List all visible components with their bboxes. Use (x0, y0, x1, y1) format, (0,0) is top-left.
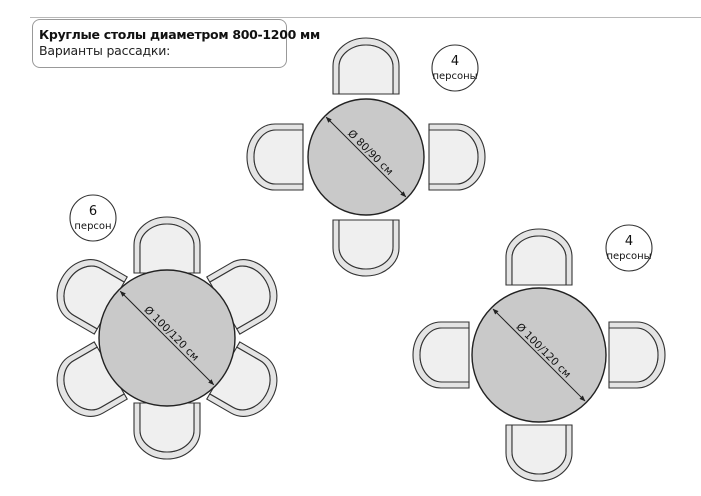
badge-label: персоны (606, 251, 651, 262)
guest-count-badge: 4 персоны (605, 224, 653, 272)
chair (246, 123, 304, 191)
title-box: Круглые столы диаметром 800-1200 мм Вари… (32, 19, 320, 68)
chair (412, 321, 470, 389)
page-subtitle: Варианты рассадки: (39, 43, 171, 58)
chair (133, 216, 201, 274)
chair (332, 37, 400, 95)
chair (206, 259, 278, 335)
diameter-arrow (492, 308, 586, 402)
badge-number: 6 (89, 204, 97, 219)
header-divider (30, 17, 701, 18)
guest-count-badge: 6 персон (69, 194, 117, 242)
badge-number: 4 (625, 234, 633, 249)
chair (505, 228, 573, 286)
chair (608, 321, 666, 389)
chair (505, 424, 573, 482)
chair (56, 341, 128, 417)
badge-label: персон (74, 221, 111, 232)
chair (206, 341, 278, 417)
diameter-arrow (119, 290, 215, 386)
chair (56, 259, 128, 335)
badge-label: персоны (432, 71, 477, 82)
badge-number: 4 (451, 54, 459, 69)
page-title: Круглые столы диаметром 800-1200 мм (39, 27, 320, 42)
chair (133, 402, 201, 460)
chair (428, 123, 486, 191)
diameter-arrow (325, 116, 407, 198)
guest-count-badge: 4 персоны (431, 44, 479, 92)
chair (332, 219, 400, 277)
